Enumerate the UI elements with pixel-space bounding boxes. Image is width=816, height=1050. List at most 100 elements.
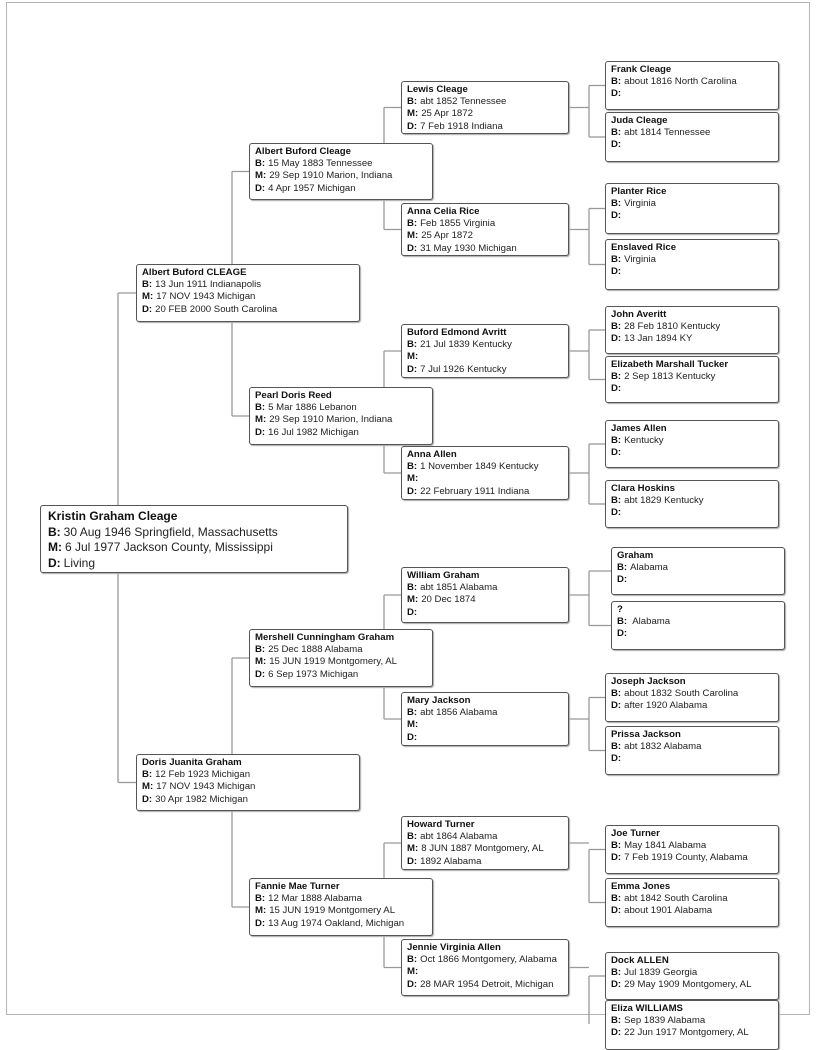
birth-value: May 1841 Alabama xyxy=(624,840,707,852)
death-value: 4 Apr 1957 Michigan xyxy=(268,182,356,194)
marriage-line: M:25 Apr 1872 xyxy=(407,230,564,242)
birth-value: Jul 1839 Georgia xyxy=(624,967,698,979)
death-label: D: xyxy=(611,507,622,519)
death-line: D: xyxy=(611,447,774,459)
birth-value: 1 November 1849 Kentucky xyxy=(420,461,539,473)
birth-value: about 1816 North Carolina xyxy=(624,76,737,88)
death-label: D: xyxy=(142,303,153,315)
death-line: D: xyxy=(611,507,774,519)
person-name: Prissa Jackson xyxy=(611,729,681,740)
birth-line: B:abt 1851 Alabama xyxy=(407,582,564,594)
marriage-line: M: xyxy=(407,473,564,485)
person-name: Howard Turner xyxy=(407,819,475,830)
birth-value: Alabama xyxy=(630,616,671,628)
death-label: D: xyxy=(407,978,418,990)
birth-line: B:about 1832 South Carolina xyxy=(611,688,774,700)
person-name: John Averitt xyxy=(611,309,667,320)
death-value: 7 Feb 1918 Indiana xyxy=(420,120,503,132)
birth-line: B:28 Feb 1810 Kentucky xyxy=(611,321,774,333)
death-value: Living xyxy=(63,555,96,570)
person-name: William Graham xyxy=(407,570,480,581)
death-value: 1892 Alabama xyxy=(420,855,482,867)
birth-label: B: xyxy=(611,76,622,88)
birth-line: B:15 May 1883 Tennessee xyxy=(255,158,428,170)
birth-label: B: xyxy=(255,893,266,905)
birth-label: B: xyxy=(142,279,153,291)
birth-value: 12 Mar 1888 Alabama xyxy=(268,893,362,905)
birth-label: B: xyxy=(611,840,622,852)
marriage-line: M: xyxy=(407,966,564,978)
death-label: D: xyxy=(407,363,418,375)
marriage-label: M: xyxy=(142,291,154,303)
person-name: Clara Hoskins xyxy=(611,483,675,494)
marriage-value: 20 Dec 1874 xyxy=(421,594,476,606)
marriage-value: 25 Apr 1872 xyxy=(421,230,473,242)
death-label: D: xyxy=(611,333,622,345)
marriage-line: M: xyxy=(407,351,564,363)
death-line: D: xyxy=(617,574,780,586)
birth-label: B: xyxy=(407,339,418,351)
birth-label: B: xyxy=(617,616,628,628)
birth-line: B:12 Feb 1923 Michigan xyxy=(142,769,355,781)
birth-line: B:Jul 1839 Georgia xyxy=(611,967,774,979)
marriage-line: M:25 Apr 1872 xyxy=(407,108,564,120)
death-label: D: xyxy=(611,700,622,712)
birth-label: B: xyxy=(611,741,622,753)
person-name: Albert Buford CLEAGE xyxy=(142,267,247,278)
marriage-value: 17 NOV 1943 Michigan xyxy=(156,781,256,793)
marriage-value: 15 JUN 1919 Montgomery, AL xyxy=(269,656,397,668)
marriage-line: M: xyxy=(407,719,564,731)
death-line: D: xyxy=(611,88,774,100)
marriage-line: M:29 Sep 1910 Marion, Indiana xyxy=(255,170,428,182)
birth-line: B:abt 1864 Alabama xyxy=(407,831,564,843)
death-line: D:28 MAR 1954 Detroit, Michigan xyxy=(407,979,564,991)
death-line: D:6 Sep 1973 Michigan xyxy=(255,669,428,681)
death-line: D:7 Feb 1918 Indiana xyxy=(407,121,564,133)
death-value: 22 February 1911 Indiana xyxy=(420,485,530,497)
person-name: Joe Turner xyxy=(611,828,660,839)
marriage-label: M: xyxy=(407,230,419,242)
birth-label: B: xyxy=(611,254,622,266)
death-label: D: xyxy=(407,731,418,743)
birth-label: B: xyxy=(407,582,418,594)
death-label: D: xyxy=(255,426,266,438)
death-value: 28 MAR 1954 Detroit, Michigan xyxy=(420,978,554,990)
marriage-value: 15 JUN 1919 Montgomery AL xyxy=(269,905,396,917)
death-label: D: xyxy=(255,668,266,680)
death-line: D:13 Jan 1894 KY xyxy=(611,333,774,345)
birth-line: B:5 Mar 1886 Lebanon xyxy=(255,402,428,414)
person-name: Emma Jones xyxy=(611,881,671,892)
death-label: D: xyxy=(48,555,61,570)
